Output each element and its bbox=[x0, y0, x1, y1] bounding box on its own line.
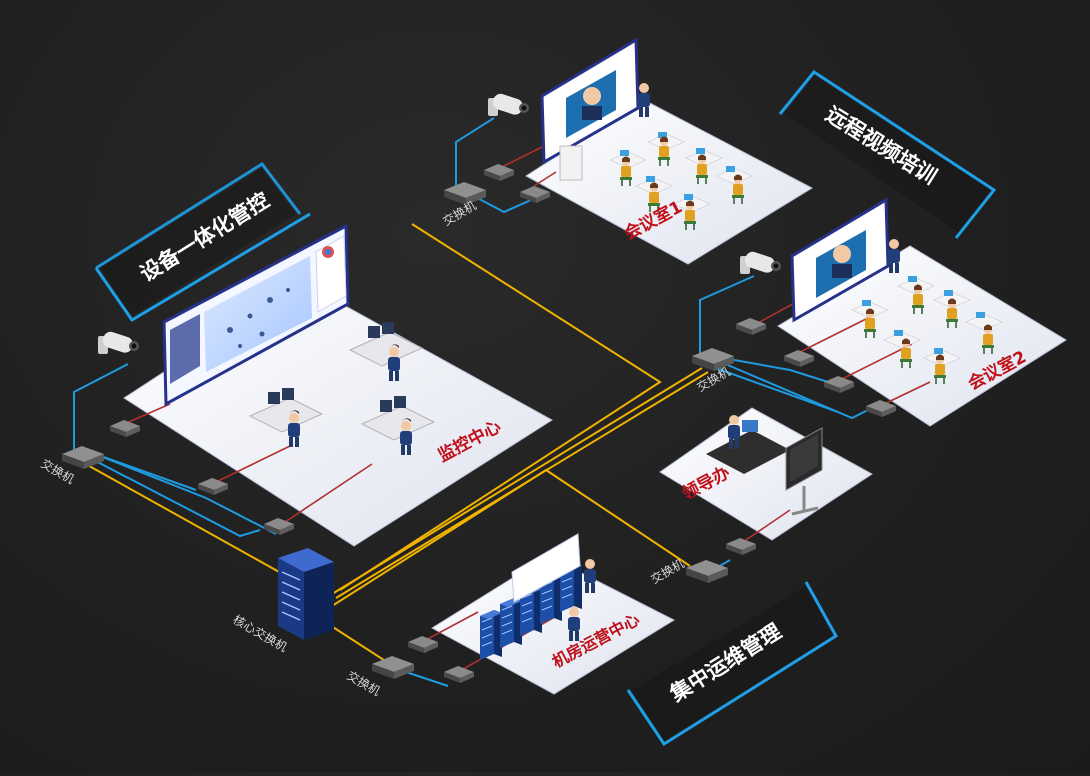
meeting2-screen bbox=[790, 197, 890, 323]
trunk-line-meeting1 bbox=[339, 223, 662, 591]
trunk-line-leader bbox=[331, 468, 691, 607]
podium bbox=[559, 145, 583, 181]
server-rack-icon-group bbox=[479, 533, 596, 661]
camera-icon-monitor bbox=[98, 330, 139, 355]
leader-office bbox=[706, 412, 790, 474]
camera-icon-meeting1 bbox=[488, 92, 529, 117]
trunk-lines bbox=[81, 223, 709, 665]
trunk-line-meeting2-b bbox=[331, 367, 703, 595]
switch-icon-monitor bbox=[62, 446, 104, 469]
switch-icon-machine bbox=[372, 656, 414, 679]
tv-stand-icon bbox=[785, 427, 823, 516]
camera-icon-meeting2 bbox=[740, 250, 781, 275]
core-switch-icon bbox=[278, 548, 334, 640]
operator-icon-group bbox=[248, 322, 436, 455]
display-wall-icon bbox=[162, 223, 350, 407]
platform-leader bbox=[659, 407, 873, 541]
banner-ops: 集中运维管理 bbox=[626, 581, 839, 747]
trunk-line-monitor bbox=[81, 461, 291, 579]
platform-machine-room bbox=[431, 555, 676, 695]
switch-icon-meeting2 bbox=[692, 348, 734, 371]
switch-icon-leader bbox=[686, 560, 728, 583]
meeting1-screen bbox=[540, 37, 640, 165]
switch-label-leader: 交换机 bbox=[648, 556, 687, 587]
